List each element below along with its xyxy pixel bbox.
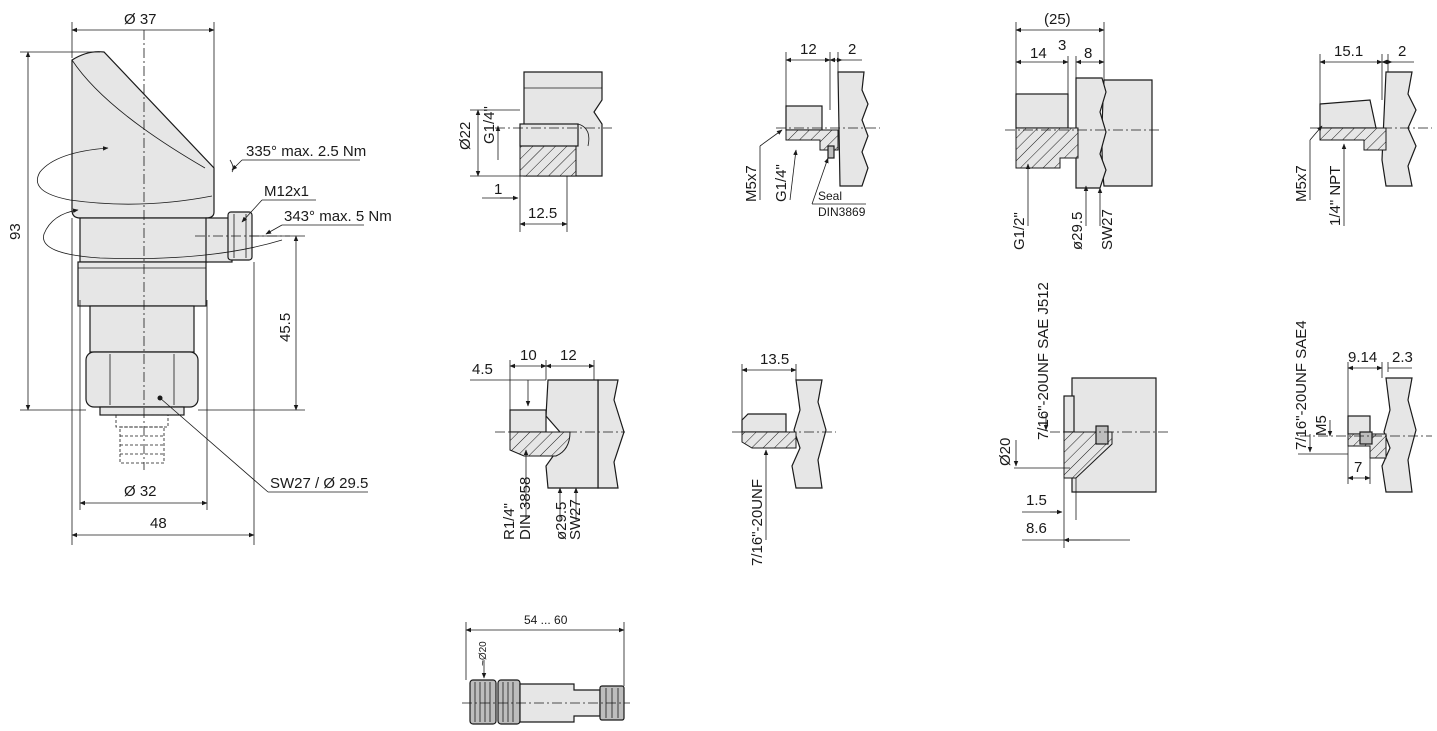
label-r1-4: R1/4" [501, 503, 518, 540]
variant-sae-j512: Ø20 7/16"-20UNF SAE J512 1.5 8.6 [997, 282, 1168, 548]
variant-g1-4: 12.5 1 Ø22 G1/4" [457, 71, 612, 232]
dim-d20: Ø20 [997, 438, 1014, 466]
dim-2-3: 2.3 [1392, 349, 1413, 366]
dim-2: 2 [848, 41, 856, 58]
label-g1-2: G1/2" [1011, 212, 1028, 250]
dim-d37: Ø 37 [124, 11, 157, 28]
label-din3858: DIN 3858 [517, 477, 534, 540]
label-d29-5-r: ø29.5 [553, 502, 570, 540]
dim-1-5: 1.5 [1026, 492, 1047, 509]
variant-r1-4: 10 12 4.5 R1/4" DIN 3858 ø29.5 SW27 [470, 347, 625, 540]
label-d29-5: ø29.5 [1069, 212, 1086, 250]
sensor-collar [79, 217, 208, 263]
label-sw27: SW27 / Ø 29.5 [270, 475, 368, 492]
dim-12-r: 12 [560, 347, 577, 364]
variant-npt: 15.1 2 M5x7 1/4" NPT [1293, 43, 1432, 226]
dim-8: 8 [1084, 45, 1092, 62]
sensor-ring [77, 261, 207, 307]
dim-1: 1 [494, 181, 502, 198]
sensor-hex [85, 351, 199, 408]
variant-sae4: 9.14 2.3 7/16"-20UNF SAE4 M5 7 [1293, 320, 1432, 493]
dim-12: 12 [800, 41, 817, 58]
dim-4-5: 4.5 [472, 361, 493, 378]
dim-15-1: 15.1 [1334, 43, 1363, 60]
dim-d20-plug: ~Ø20 [478, 641, 489, 666]
dim-10: 10 [520, 347, 537, 364]
label-rotation-335: 335° max. 2.5 Nm [246, 143, 366, 160]
dim-8-6: 8.6 [1026, 520, 1047, 537]
label-sae4: 7/16"-20UNF SAE4 [1293, 320, 1310, 450]
dim-14: 14 [1030, 45, 1047, 62]
dim-54-60: 54 ... 60 [524, 613, 568, 627]
sensor-head [71, 51, 215, 219]
label-sae-j512: 7/16"-20UNF SAE J512 [1035, 282, 1052, 440]
dim-45-5: 45.5 [277, 313, 294, 342]
dim-93: 93 [7, 223, 24, 240]
label-g1-4: G1/4" [481, 106, 498, 144]
variant-unf: 13.5 7/16"-20UNF [732, 351, 836, 566]
label-unf: 7/16"-20UNF [749, 479, 766, 566]
variant-g1-2: (25) 14 3 8 G1/2" ø29.5 SW27 [1005, 11, 1160, 250]
main-sensor-view: Ø 37 93 335° max. 2.5 Nm M12x1 343° max.… [7, 11, 392, 545]
label-npt: 1/4" NPT [1327, 166, 1344, 226]
sensor-neck [89, 305, 195, 353]
label-seal: Seal [818, 189, 842, 203]
label-m5: M5 [1313, 415, 1330, 436]
variant-m5-g1-4: 12 2 M5x7 G1/4" Seal DIN3869 [743, 41, 880, 219]
dim-3: 3 [1058, 37, 1066, 54]
label-m5x7: M5x7 [743, 165, 760, 202]
dim-9-14: 9.14 [1348, 349, 1377, 366]
label-sw27-b: SW27 [1099, 209, 1116, 250]
dim-d32: Ø 32 [124, 483, 157, 500]
cable-plug: 54 ... 60 ~Ø20 [462, 613, 630, 725]
label-din3869: DIN3869 [818, 205, 866, 219]
dim-7: 7 [1354, 459, 1362, 476]
label-rotation-343: 343° max. 5 Nm [284, 208, 392, 225]
dim-d22: Ø22 [457, 122, 474, 150]
label-m12x1: M12x1 [264, 183, 309, 200]
label-sw27-r: SW27 [567, 499, 584, 540]
dim-12-5: 12.5 [528, 205, 557, 222]
dim-2-npt: 2 [1398, 43, 1406, 60]
label-m5x7-npt: M5x7 [1293, 165, 1310, 202]
dim-25: (25) [1044, 11, 1071, 28]
dim-13-5: 13.5 [760, 351, 789, 368]
dim-48: 48 [150, 515, 167, 532]
label-g1-4-b: G1/4" [773, 164, 790, 202]
